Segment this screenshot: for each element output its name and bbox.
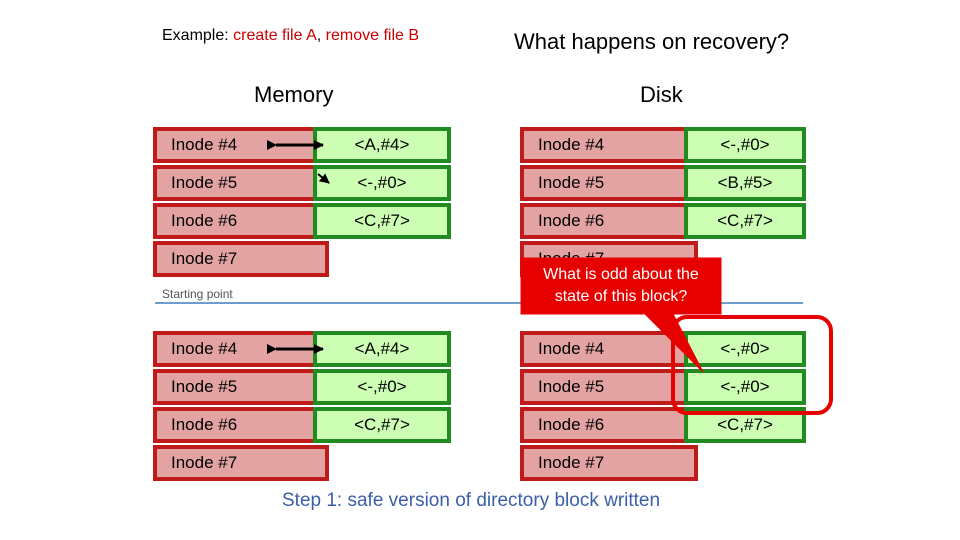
bottom-memory-entry-1: <A,#4> <box>313 331 451 367</box>
bottom-memory-entry-2: <-,#0> <box>313 369 451 405</box>
top-disk-entry-2: <B,#5> <box>684 165 806 201</box>
disk-header: Disk <box>640 82 683 107</box>
callout-text: What is odd about the state of this bloc… <box>543 266 699 305</box>
top-memory-inode-5: Inode #5 <box>153 165 329 201</box>
example-separator: , <box>316 27 326 44</box>
example-description: Example: create file A, remove file B <box>162 27 419 45</box>
starting-point-label: Starting point <box>162 287 233 301</box>
example-action-remove: remove file B <box>325 27 420 44</box>
top-memory-entry-1: <A,#4> <box>313 127 451 163</box>
top-disk-entry-3: <C,#7> <box>684 203 806 239</box>
bottom-disk-inode-5: Inode #5 <box>520 369 698 405</box>
bottom-disk-entry-1: <-,#0> <box>684 331 806 367</box>
bottom-memory-inode-5: Inode #5 <box>153 369 329 405</box>
recovery-question: What happens on recovery? <box>514 29 790 54</box>
section-divider <box>155 302 803 304</box>
bottom-memory-inode-6: Inode #6 <box>153 407 329 443</box>
bottom-memory-entry-3: <C,#7> <box>313 407 451 443</box>
top-memory-entry-2: <-,#0> <box>313 165 451 201</box>
top-disk-inode-6: Inode #6 <box>520 203 698 239</box>
top-disk-inode-5: Inode #5 <box>520 165 698 201</box>
top-disk-inode-4: Inode #4 <box>520 127 698 163</box>
step-caption: Step 1: safe version of directory block … <box>282 490 661 511</box>
top-memory-inode-6: Inode #6 <box>153 203 329 239</box>
highlight-box <box>671 315 833 415</box>
bottom-memory-inode-7: Inode #7 <box>153 445 329 481</box>
memory-header: Memory <box>254 82 334 107</box>
example-prefix: Example: <box>162 27 234 44</box>
bottom-disk-inode-6: Inode #6 <box>520 407 698 443</box>
bottom-disk-entry-2: <-,#0> <box>684 369 806 405</box>
top-memory-entry-3: <C,#7> <box>313 203 451 239</box>
example-action-create: create file A <box>233 27 317 44</box>
bottom-disk-inode-7: Inode #7 <box>520 445 698 481</box>
top-pointer-arrow-free <box>317 173 330 184</box>
bottom-disk-inode-4: Inode #4 <box>520 331 698 367</box>
callout-shape <box>520 257 722 373</box>
top-disk-entry-1: <-,#0> <box>684 127 806 163</box>
top-memory-inode-7: Inode #7 <box>153 241 329 277</box>
